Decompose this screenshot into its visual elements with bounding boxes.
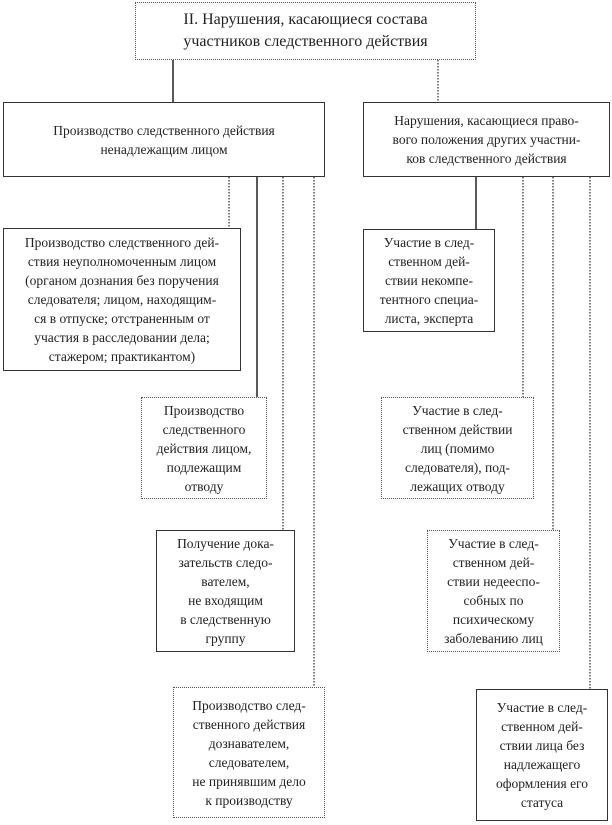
- right-item-node: Участие в след- ственном дей- ствии неко…: [363, 229, 495, 332]
- left-item-node: Производство следственного действия лицо…: [141, 397, 267, 499]
- right-category-node: Нарушения, касающиеся право- вого положе…: [363, 102, 610, 177]
- left-item-node: Получение дока- зательств следо- вателем…: [156, 530, 295, 652]
- left-item-node: Производство следственного дей- ствия не…: [3, 228, 241, 371]
- left-item-node: Производство след- ственного действия до…: [173, 687, 325, 818]
- left-category-node: Производство следственного действия нена…: [3, 102, 325, 177]
- right-item-node: Участие в след- ственном действии лиц (п…: [381, 397, 534, 499]
- right-item-node: Участие в след- ственном дей- ствии неде…: [427, 530, 560, 652]
- root-node: II. Нарушения, касающиеся состава участн…: [135, 2, 476, 60]
- right-item-node: Участие в след- ственном дей- ствии лица…: [476, 689, 608, 821]
